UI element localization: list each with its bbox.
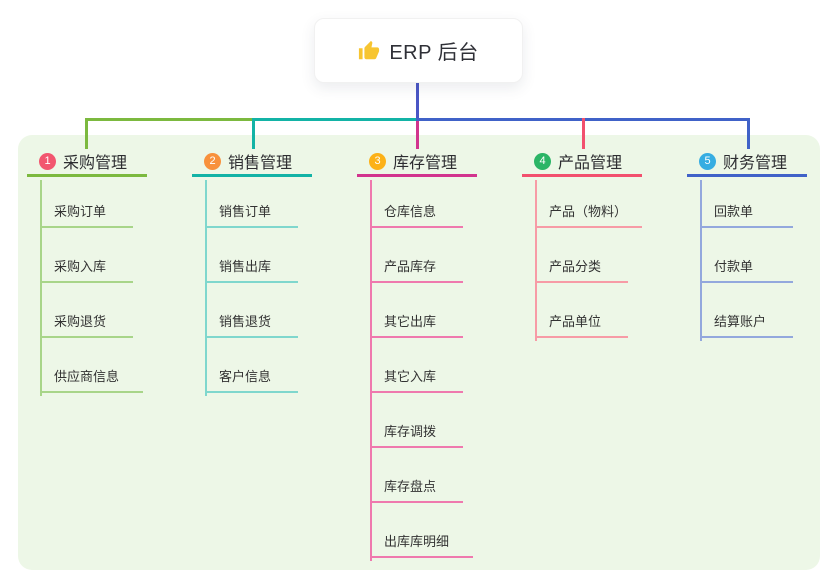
child-node-label: 销售退货: [205, 311, 298, 338]
branch-children: 产品（物料） 产品分类 产品单位: [535, 177, 642, 338]
child-node-label: 采购退货: [40, 311, 133, 338]
child-node[interactable]: 销售退货: [205, 283, 312, 338]
thumbs-up-icon: [359, 40, 380, 59]
branch-riser-inventory: [416, 121, 419, 149]
branch-spine: [700, 180, 702, 341]
branch-node-inventory: 3 库存管理 仓库信息 产品库存 其它出库 其它入库 库存调拨 库存盘点 出库库…: [357, 148, 477, 561]
branch-riser-purchase: [85, 118, 88, 149]
branch-children: 回款单 付款单 结算账户: [700, 177, 807, 338]
branch-header-finance[interactable]: 5 财务管理: [687, 148, 807, 177]
child-node-label: 库存盘点: [370, 476, 463, 503]
child-node[interactable]: 销售订单: [205, 177, 312, 228]
child-node-label: 供应商信息: [40, 366, 144, 393]
branch-riser-sales: [252, 118, 255, 149]
child-node-label: 产品单位: [535, 311, 628, 338]
branch-node-purchase: 1 采购管理 采购订单 采购入库 采购退货 供应商信息: [27, 148, 147, 396]
branch-header-sales[interactable]: 2 销售管理: [192, 148, 312, 177]
child-node-label: 销售出库: [205, 256, 298, 283]
child-node[interactable]: 其它入库: [370, 338, 477, 393]
branch-spine: [370, 180, 372, 561]
badge-5: 5: [699, 152, 716, 170]
branch-header-product[interactable]: 4 产品管理: [522, 148, 642, 177]
child-node-label: 客户信息: [205, 366, 298, 393]
badge-1: 1: [39, 152, 56, 170]
child-node[interactable]: 库存盘点: [370, 448, 477, 503]
child-node[interactable]: 客户信息: [205, 338, 312, 393]
child-node-label: 产品库存: [370, 256, 463, 283]
horizontal-connector-teal: [252, 118, 418, 121]
branch-header-purchase[interactable]: 1 采购管理: [27, 148, 147, 177]
child-node[interactable]: 供应商信息: [40, 338, 147, 393]
branch-children: 仓库信息 产品库存 其它出库 其它入库 库存调拨 库存盘点 出库库明细: [370, 177, 477, 558]
branch-spine: [40, 180, 42, 396]
child-node[interactable]: 产品（物料）: [535, 177, 642, 228]
branch-children: 销售订单 销售出库 销售退货 客户信息: [205, 177, 312, 393]
child-node[interactable]: 产品分类: [535, 228, 642, 283]
child-node-label: 产品分类: [535, 256, 628, 283]
branch-node-finance: 5 财务管理 回款单 付款单 结算账户: [687, 148, 807, 341]
mindmap-background-panel: [18, 135, 820, 570]
branch-title: 产品管理: [558, 155, 623, 172]
child-node[interactable]: 仓库信息: [370, 177, 477, 228]
child-node-label: 仓库信息: [370, 201, 463, 228]
child-node[interactable]: 其它出库: [370, 283, 477, 338]
child-node[interactable]: 结算账户: [700, 283, 807, 338]
horizontal-connector-green: [85, 118, 254, 121]
child-node[interactable]: 付款单: [700, 228, 807, 283]
root-connector-line: [416, 83, 419, 119]
badge-4: 4: [534, 152, 551, 170]
child-node[interactable]: 出库库明细: [370, 503, 477, 558]
child-node-label: 采购订单: [40, 201, 133, 228]
badge-2: 2: [204, 152, 221, 170]
child-node[interactable]: 销售出库: [205, 228, 312, 283]
branch-header-inventory[interactable]: 3 库存管理: [357, 148, 477, 177]
branch-riser-finance: [747, 118, 750, 149]
branch-title: 采购管理: [63, 155, 128, 172]
child-node-label: 付款单: [700, 256, 793, 283]
branch-riser-product: [582, 118, 585, 149]
child-node-label: 产品（物料）: [535, 201, 642, 228]
child-node-label: 出库库明细: [370, 531, 474, 558]
child-node-label: 其它出库: [370, 311, 463, 338]
branch-spine: [205, 180, 207, 396]
child-node-label: 采购入库: [40, 256, 133, 283]
branch-node-product: 4 产品管理 产品（物料） 产品分类 产品单位: [522, 148, 642, 341]
child-node[interactable]: 产品库存: [370, 228, 477, 283]
child-node[interactable]: 库存调拨: [370, 393, 477, 448]
root-node[interactable]: ERP 后台: [314, 18, 523, 83]
branch-spine: [535, 180, 537, 341]
branch-node-sales: 2 销售管理 销售订单 销售出库 销售退货 客户信息: [192, 148, 312, 396]
child-node[interactable]: 产品单位: [535, 283, 642, 338]
branch-title: 财务管理: [723, 155, 788, 172]
child-node-label: 库存调拨: [370, 421, 463, 448]
child-node[interactable]: 采购退货: [40, 283, 147, 338]
child-node-label: 销售订单: [205, 201, 298, 228]
badge-3: 3: [369, 152, 386, 170]
child-node-label: 回款单: [700, 201, 793, 228]
child-node[interactable]: 回款单: [700, 177, 807, 228]
branch-children: 采购订单 采购入库 采购退货 供应商信息: [40, 177, 147, 393]
branch-title: 销售管理: [228, 155, 293, 172]
child-node[interactable]: 采购订单: [40, 177, 147, 228]
child-node-label: 结算账户: [700, 311, 793, 338]
child-node[interactable]: 采购入库: [40, 228, 147, 283]
child-node-label: 其它入库: [370, 366, 463, 393]
branch-title: 库存管理: [393, 155, 458, 172]
root-node-label: ERP 后台: [389, 42, 479, 64]
